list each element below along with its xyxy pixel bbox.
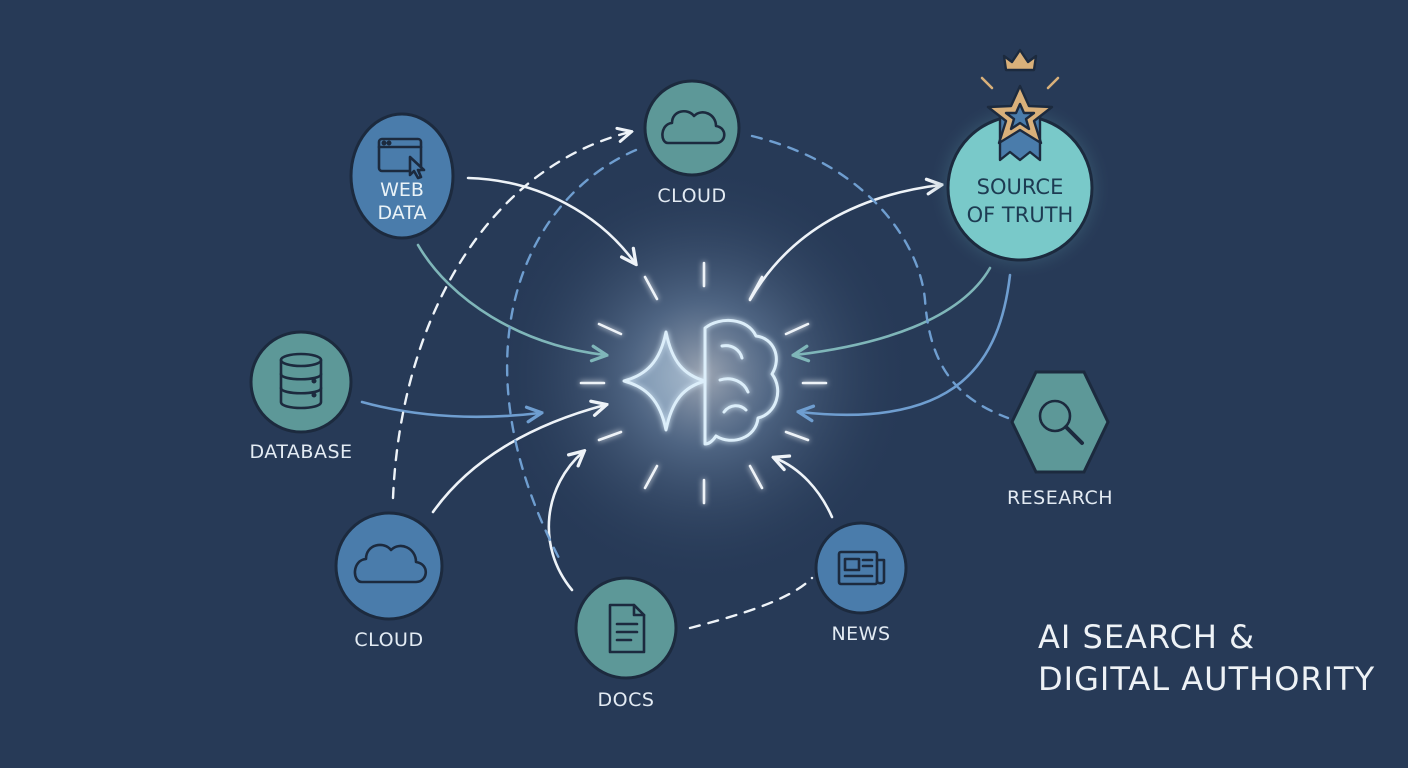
- news-circle: [814, 521, 908, 615]
- title-line1: AI SEARCH &: [1038, 618, 1255, 656]
- flow-webdata-to-hub-2: [416, 243, 605, 355]
- flow-dashed-docs-to-news: [688, 576, 814, 630]
- database-label: DATABASE: [249, 441, 352, 463]
- node-news: NEWS: [814, 521, 908, 645]
- sparkle-brain-icon: [622, 318, 780, 446]
- web-data-label-line2: DATA: [378, 202, 427, 224]
- node-database: DATABASE: [249, 330, 353, 463]
- browser-cursor-icon: [377, 137, 426, 180]
- docs-circle: [574, 576, 678, 680]
- database-circle: [249, 330, 353, 434]
- database-icon: [279, 352, 323, 410]
- flow-webdata-to-hub: [466, 176, 635, 263]
- research-label: RESEARCH: [1007, 487, 1113, 509]
- hub-glow: [493, 165, 913, 585]
- node-research: RESEARCH: [1007, 370, 1113, 509]
- cloud-top-label: CLOUD: [657, 185, 726, 207]
- node-web-data: WEB DATA: [349, 112, 455, 240]
- flow-news-to-hub: [775, 458, 834, 519]
- flow-source-to-hub-2: [800, 273, 1012, 415]
- source-of-truth-label-line1: SOURCE: [977, 175, 1064, 199]
- magnifier-icon: [1038, 399, 1084, 445]
- flow-database-to-hub: [360, 400, 540, 417]
- web-data-label-line1: WEB: [380, 179, 424, 201]
- flow-dashed-cloud-arc: [505, 148, 638, 562]
- title-line2: DIGITAL AUTHORITY: [1038, 660, 1375, 698]
- document-icon: [608, 603, 646, 654]
- connection-flows: [360, 132, 1012, 630]
- diagram-title: AI SEARCH & DIGITAL AUTHORITY: [1038, 618, 1375, 698]
- flow-docs-to-hub: [547, 452, 583, 592]
- source-of-truth-label-line2: OF TRUTH: [967, 203, 1074, 227]
- node-source-of-truth: SOURCE OF TRUTH: [928, 48, 1112, 280]
- node-cloud-bottom: CLOUD: [334, 511, 444, 651]
- cloud-bottom-label: CLOUD: [354, 629, 423, 651]
- node-docs: DOCS: [574, 576, 678, 711]
- docs-label: DOCS: [598, 689, 655, 711]
- flow-dashed-cloud-to-cloud: [391, 132, 630, 500]
- research-hexagon: [1010, 370, 1110, 474]
- flow-source-to-hub: [795, 266, 992, 355]
- star-ribbon-crown-icon: [980, 48, 1060, 162]
- flow-cloud-bottom-to-hub: [431, 405, 605, 514]
- hub-rays: [579, 261, 828, 505]
- newspaper-icon: [837, 550, 886, 586]
- cloud-bottom-circle: [334, 511, 444, 621]
- node-cloud-top: CLOUD: [643, 79, 741, 207]
- web-data-circle: [349, 112, 455, 240]
- cloud-top-circle: [643, 79, 741, 177]
- news-label: NEWS: [831, 623, 890, 645]
- flow-hub-to-source: [748, 185, 940, 302]
- cloud-icon: [353, 543, 428, 584]
- cloud-icon: [661, 109, 726, 145]
